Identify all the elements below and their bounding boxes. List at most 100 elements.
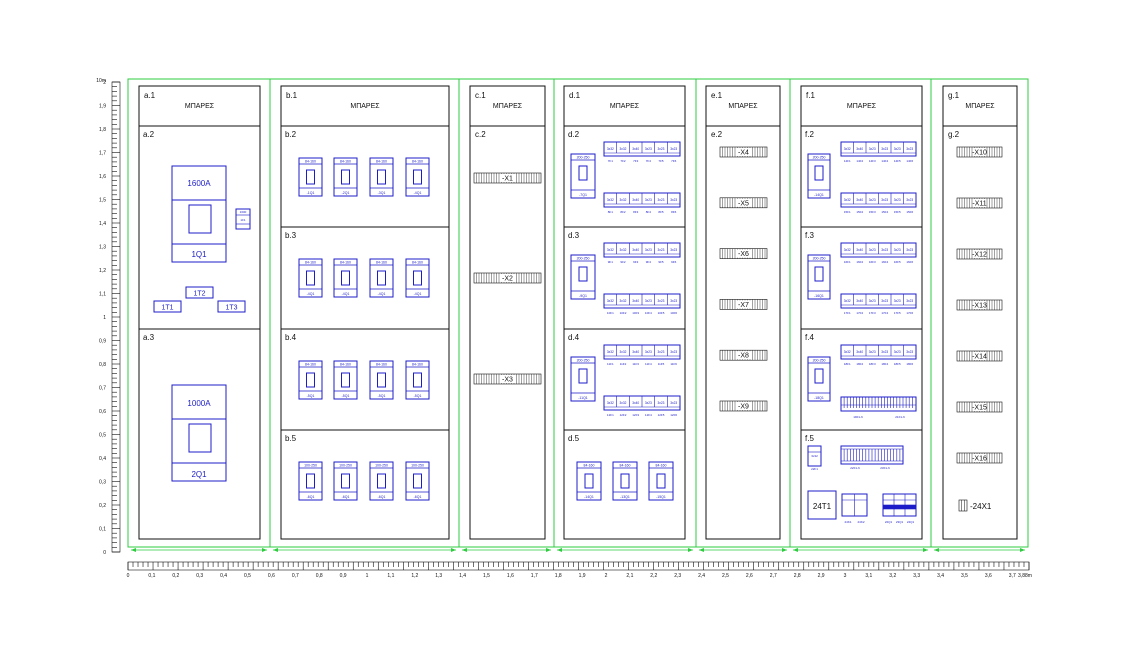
breaker-tag: -1Q1 xyxy=(307,191,315,195)
busbar-label: ΜΠΑΡΕΣ xyxy=(847,103,877,110)
terminal-label: -X8 xyxy=(738,353,749,360)
breaker-tag: -6Q1 xyxy=(307,495,315,499)
dimension-arrow xyxy=(262,548,267,552)
section-id: f.3 xyxy=(805,231,814,240)
terminal-label-bg xyxy=(972,301,987,309)
breaker-rating: 100-250 xyxy=(339,464,352,468)
y-ruler-label: 0,1 xyxy=(99,527,106,533)
breaker-tag: -4Q1 xyxy=(342,292,350,296)
mcb-rating: 3x23 xyxy=(881,350,888,354)
terminal-strip xyxy=(719,248,768,259)
relay-tag: 24K2 xyxy=(857,520,864,524)
terminal-label-bg xyxy=(736,198,751,207)
mcb-tag: 11F3 xyxy=(632,362,639,366)
breaker-handle xyxy=(377,473,386,489)
transformer-tag: 1T2 xyxy=(193,291,205,298)
breaker-tag: -14Q1 xyxy=(584,495,594,499)
mcb-tag: 12F6 xyxy=(670,413,677,417)
y-ruler-label: 0 xyxy=(103,550,106,556)
mcb-tag: 15F2 xyxy=(856,210,863,214)
x-ruler-label: 3,3 xyxy=(913,573,920,579)
mcb-tag: 18F2 xyxy=(856,362,863,366)
transformer xyxy=(807,490,837,520)
busbar-label: ΜΠΑΡΕΣ xyxy=(350,103,380,110)
breaker-tag: -4Q1 xyxy=(414,292,422,296)
breaker-handle xyxy=(620,473,630,489)
mcb-tag: 16F2 xyxy=(856,260,863,264)
y-ruler-label: 0,3 xyxy=(99,480,106,486)
mcb-tag: 14F6 xyxy=(906,159,913,163)
breaker-handle xyxy=(341,473,350,489)
mcb-tag: 17F2 xyxy=(856,311,863,315)
mcb-rating: 3x23 xyxy=(881,198,888,202)
mcb-rating: 3x40 xyxy=(632,147,639,151)
panel-id: b.1 xyxy=(286,91,298,100)
breaker-tag: 2Q1 xyxy=(191,470,207,479)
x-ruler-label: 3,7 xyxy=(1009,573,1016,579)
circuit-breaker xyxy=(298,157,323,197)
y-ruler-label: 1,8 xyxy=(99,127,106,133)
mcb-tag: 18F6 xyxy=(906,362,913,366)
y-ruler-label: 1,6 xyxy=(99,174,106,180)
section-id: c.2 xyxy=(475,130,486,139)
terminal-label: -X13 xyxy=(972,303,987,310)
y-ruler-unit: 10m xyxy=(96,78,106,84)
x-ruler-label: 2,2 xyxy=(650,573,657,579)
terminal-label: -X10 xyxy=(972,150,987,157)
breaker-tag: -4Q1 xyxy=(307,292,315,296)
rail-tag: 21F1-6 xyxy=(895,415,905,419)
circuit-breaker xyxy=(405,258,430,298)
terminal-label-bg xyxy=(972,403,987,411)
mcb-rating: 3x23 xyxy=(906,248,913,252)
y-ruler-label: 1,3 xyxy=(99,245,106,251)
breaker-rating: 100-250 xyxy=(411,464,424,468)
terminal-label-bg xyxy=(972,199,987,207)
x-ruler-label: 2,8 xyxy=(794,573,801,579)
terminal-label: -X6 xyxy=(738,251,749,258)
breaker-tag: -2Q1 xyxy=(342,191,350,195)
terminal-label: -X3 xyxy=(502,377,513,384)
mcb-rating: 3x32 xyxy=(607,198,614,202)
mcb-tag: 17F6 xyxy=(906,311,913,315)
breaker-handle xyxy=(188,204,212,234)
mcb-tag: 7F4 xyxy=(646,159,652,163)
mcb-tag: 15F5 xyxy=(894,210,901,214)
device-rating: 1600 xyxy=(240,210,247,214)
x-ruler-label: 1,9 xyxy=(579,573,586,579)
panel-a xyxy=(138,85,261,540)
breaker-rating: 84-160 xyxy=(305,160,316,164)
y-ruler-label: 1,7 xyxy=(99,151,106,157)
circuit-breaker xyxy=(570,153,596,199)
breaker-rating: 84-160 xyxy=(305,363,316,367)
dimension-arrow xyxy=(688,548,693,552)
mcb-tag: 17F5 xyxy=(894,311,901,315)
panel-id: a.1 xyxy=(144,91,156,100)
section-id: a.3 xyxy=(143,333,155,342)
y-ruler-label: 2 xyxy=(103,80,106,86)
panel-id: f.1 xyxy=(806,91,815,100)
mcb-rating: 3x40 xyxy=(856,198,863,202)
dimension-arrow xyxy=(782,548,787,552)
cabinet-frame xyxy=(930,78,1029,548)
mcb-tag: 8F6 xyxy=(671,210,677,214)
breaker-rating: 1000A xyxy=(187,399,211,408)
section-id: b.5 xyxy=(285,434,297,443)
busbar-label: ΜΠΑΡΕΣ xyxy=(965,103,995,110)
mcb-tag: 7F2 xyxy=(620,159,626,163)
circuit-breaker xyxy=(298,360,323,400)
mcb-rating: 3x32 xyxy=(620,198,627,202)
circuit-breaker xyxy=(648,461,674,501)
mcb-tag: 15F6 xyxy=(906,210,913,214)
terminal-strip xyxy=(719,349,768,361)
mcb-tag: 15F1 xyxy=(844,210,851,214)
x-ruler-label: 3,1 xyxy=(865,573,872,579)
circuit-breaker xyxy=(333,157,358,197)
breaker-handle xyxy=(188,423,212,453)
circuit-breaker xyxy=(570,254,596,300)
x-ruler-label: 2,9 xyxy=(818,573,825,579)
mcb-rating: 3x23 xyxy=(869,198,876,202)
terminal-strip xyxy=(473,172,542,184)
x-ruler-label: 2,6 xyxy=(746,573,753,579)
terminal-label-bg xyxy=(500,274,515,282)
section-id: d.2 xyxy=(568,130,580,139)
